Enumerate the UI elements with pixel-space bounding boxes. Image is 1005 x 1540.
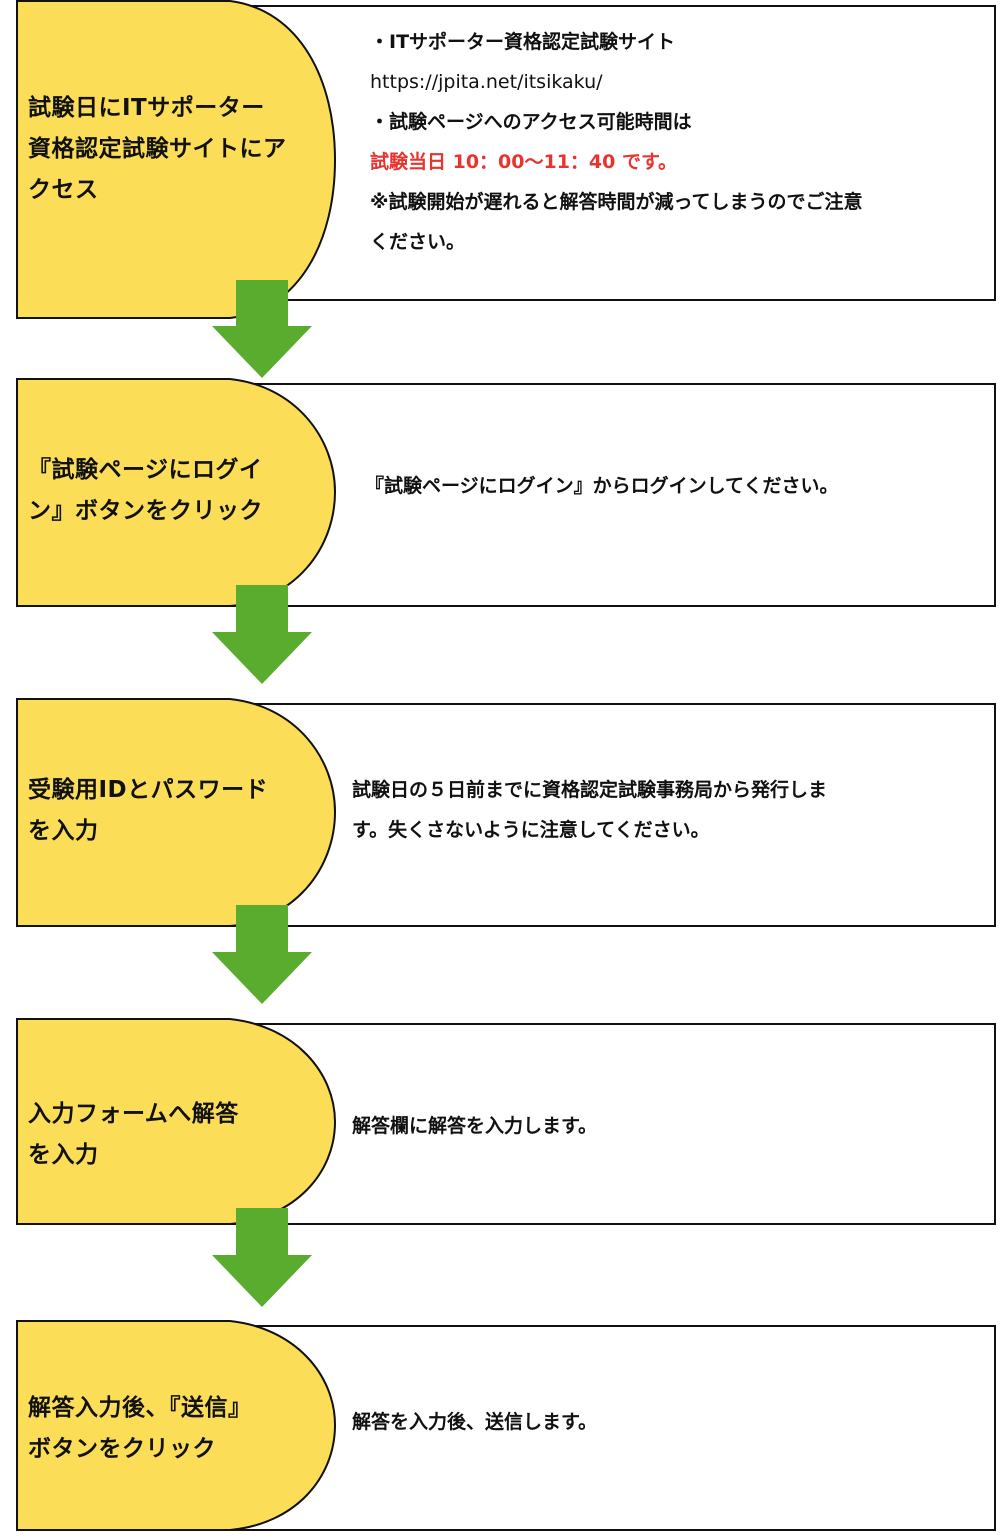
step-4-title: 入力フォームへ解答 を入力 bbox=[28, 1101, 239, 1168]
site-url: https://jpita.net/itsikaku/ bbox=[370, 71, 603, 93]
step-5-title: 解答入力後、『送信』 ボタンをクリック bbox=[28, 1395, 252, 1462]
step-1-title: 試験日にITサポーター 資格認定試験サイトにア クセス bbox=[28, 95, 287, 203]
step-2-title: 『試験ページにログイ ン』ボタンをクリック bbox=[28, 457, 263, 524]
step-2: 『試験ページにログイ ン』ボタンをクリック 『試験ページにログイン』からログイン… bbox=[0, 378, 1005, 610]
step-1-description: ・ITサポーター資格認定試験サイト https://jpita.net/itsi… bbox=[370, 22, 990, 262]
step-3: 受験用IDとパスワード を入力 試験日の５日前までに資格認定試験事務局から発行し… bbox=[0, 698, 1005, 930]
step-3-description: 試験日の５日前までに資格認定試験事務局から発行しま す。失くさないように注意して… bbox=[352, 779, 828, 841]
access-time-highlight: 試験当日 10：00〜11：40 です。 bbox=[370, 151, 678, 173]
step-4-shape bbox=[16, 1018, 996, 1225]
step-1-shape bbox=[16, 0, 996, 319]
step-5-description: 解答を入力後、送信します。 bbox=[352, 1411, 598, 1433]
step-2-shape bbox=[16, 378, 996, 607]
step-4: 入力フォームへ解答 を入力 解答欄に解答を入力します。 bbox=[0, 1018, 1005, 1228]
desc-line: ・試験ページへのアクセス可能時間は bbox=[370, 111, 692, 133]
step-2-description: 『試験ページにログイン』からログインしてください。 bbox=[365, 475, 839, 497]
step-4-description: 解答欄に解答を入力します。 bbox=[352, 1115, 598, 1137]
step-1: 試験日にITサポーター 資格認定試験サイトにア クセス ・ITサポーター資格認定… bbox=[0, 0, 1005, 325]
desc-line: ※試験開始が遅れると解答時間が減ってしまうのでご注意 bbox=[370, 191, 863, 213]
step-3-shape bbox=[16, 698, 996, 927]
step-5: 解答入力後、『送信』 ボタンをクリック 解答を入力後、送信します。 bbox=[0, 1320, 1005, 1532]
step-3-title: 受験用IDとパスワード を入力 bbox=[28, 777, 269, 844]
step-5-shape bbox=[16, 1320, 996, 1531]
desc-line: ください。 bbox=[370, 231, 466, 253]
desc-line: ・ITサポーター資格認定試験サイト bbox=[370, 31, 676, 53]
